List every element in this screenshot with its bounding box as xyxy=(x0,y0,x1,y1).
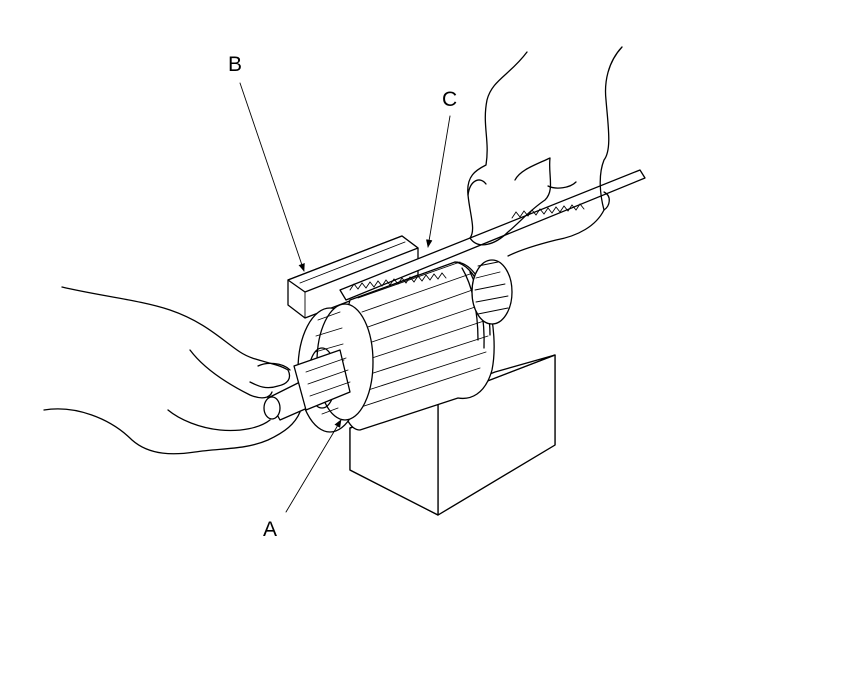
callout-label-c: C xyxy=(442,88,457,111)
hacksaw-blade xyxy=(339,169,646,301)
left-hand xyxy=(43,286,301,455)
right-hand xyxy=(467,46,623,257)
callout-label-a: A xyxy=(263,518,277,541)
leader-line-c xyxy=(426,115,451,248)
leader-lines xyxy=(239,82,451,513)
callout-label-b: B xyxy=(228,53,242,76)
armature-rear-gear xyxy=(471,259,513,325)
armature-shaft xyxy=(263,349,351,421)
growler-base xyxy=(349,354,556,516)
growler-pole-piece xyxy=(287,235,419,319)
leader-line-a xyxy=(285,419,342,513)
armature-core xyxy=(338,261,495,431)
leader-line-b xyxy=(239,82,305,272)
armature-slots xyxy=(357,261,489,409)
